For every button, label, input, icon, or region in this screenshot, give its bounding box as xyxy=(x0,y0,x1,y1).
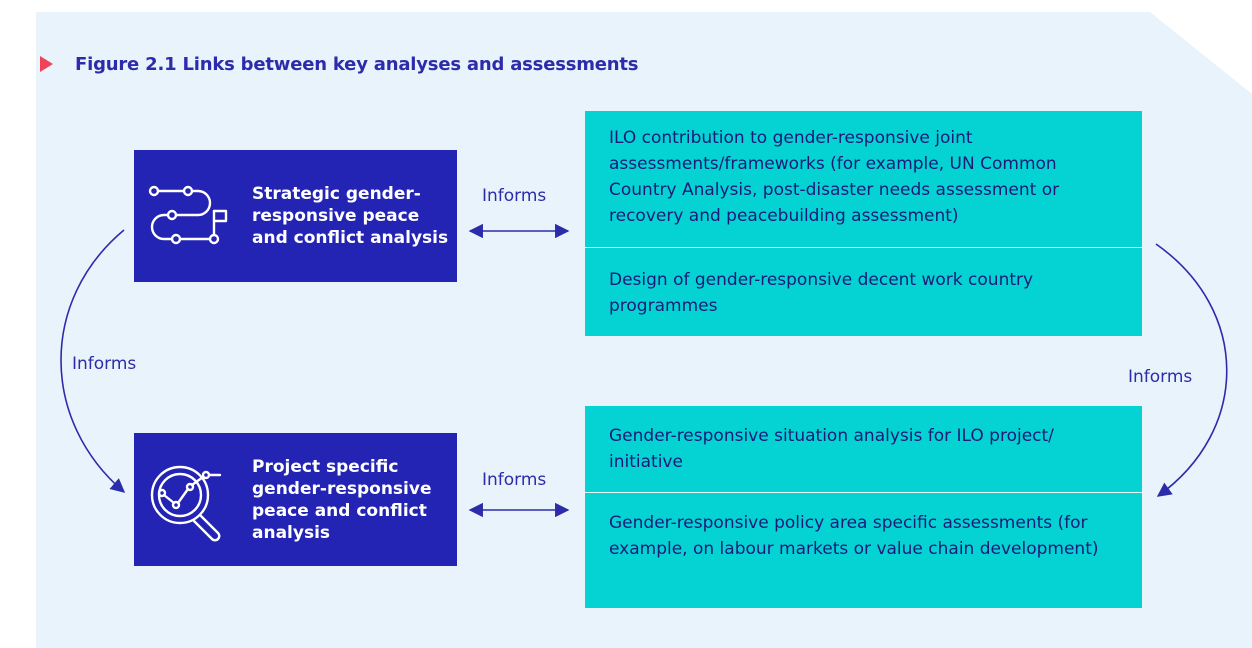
project-analysis-label: Project specific gender-responsive peace… xyxy=(252,456,432,543)
left-curved-arrow xyxy=(60,229,126,493)
joint-assessments-box: ILO contribution to gender-responsive jo… xyxy=(585,111,1142,336)
dwcp-design-text: Design of gender-responsive decent work … xyxy=(609,270,1034,316)
strategic-analysis-box: Strategic gender-responsive peace and co… xyxy=(134,150,457,282)
right-informs-label: Informs xyxy=(1128,367,1193,387)
roadmap-flag-icon xyxy=(148,185,228,245)
right-curved-arrow xyxy=(1155,243,1228,497)
magnifier-chart-icon xyxy=(150,465,222,541)
situation-analysis-text: Gender-responsive situation analysis for… xyxy=(609,426,1054,472)
top-informs-label: Informs xyxy=(482,186,547,206)
project-assessments-box: Gender-responsive situation analysis for… xyxy=(585,406,1142,608)
joint-assessments-text: ILO contribution to gender-responsive jo… xyxy=(609,128,1060,226)
project-analysis-box: Project specific gender-responsive peace… xyxy=(134,433,457,566)
box-divider xyxy=(585,492,1142,493)
box-divider xyxy=(585,247,1142,248)
policy-assessments-text: Gender-responsive policy area specific a… xyxy=(609,513,1099,559)
figure-title: Figure 2.1 Links between key analyses an… xyxy=(75,53,639,75)
strategic-analysis-label: Strategic gender-responsive peace and co… xyxy=(252,184,449,248)
bottom-informs-label: Informs xyxy=(482,470,547,490)
play-marker-icon xyxy=(40,56,53,72)
figure-title-row: Figure 2.1 Links between key analyses an… xyxy=(40,52,639,76)
left-informs-label: Informs xyxy=(72,354,137,374)
